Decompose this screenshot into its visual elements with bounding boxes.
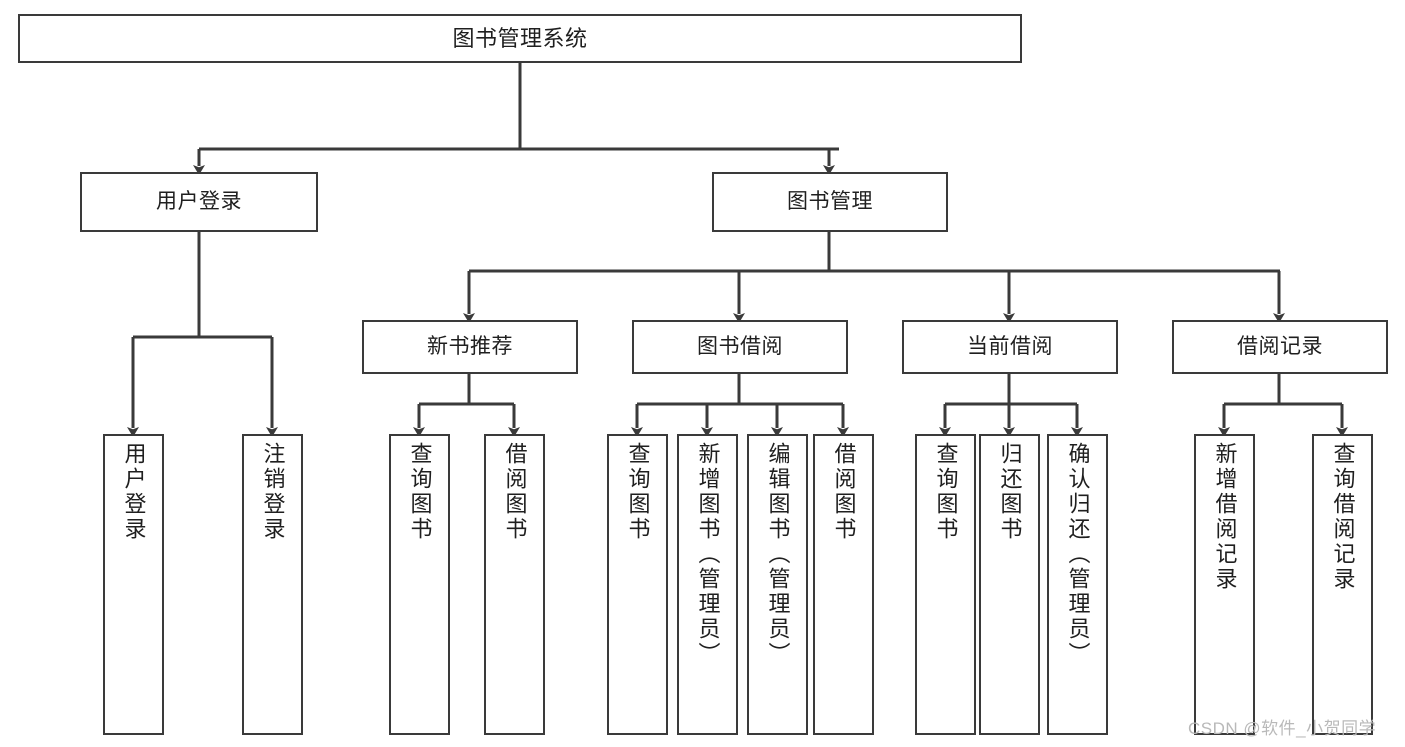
node-label: 编辑图书（管理员） <box>765 442 791 667</box>
node-label: 新增图书（管理员） <box>695 442 721 667</box>
node-label: 借阅图书 <box>831 442 857 542</box>
node-label: 当前借阅 <box>967 334 1053 358</box>
node-label: 用户登录 <box>121 442 147 542</box>
node-label: 用户登录 <box>156 189 242 213</box>
leaf-edit-book-admin[interactable]: 编辑图书（管理员） <box>747 434 808 735</box>
node-root-book-management-system[interactable]: 图书管理系统 <box>18 14 1022 63</box>
leaf-return-books[interactable]: 归还图书 <box>979 434 1040 735</box>
leaf-query-books-borrow[interactable]: 查询图书 <box>607 434 668 735</box>
node-label: 查询图书 <box>933 442 959 542</box>
leaf-borrow-books-new-book[interactable]: 借阅图书 <box>484 434 545 735</box>
node-book-borrowing[interactable]: 图书借阅 <box>632 320 848 374</box>
node-label: 查询借阅记录 <box>1330 442 1356 592</box>
node-label: 新书推荐 <box>427 334 513 358</box>
node-label: 确认归还（管理员） <box>1065 442 1091 667</box>
node-label: 借阅图书 <box>502 442 528 542</box>
node-label: 查询图书 <box>625 442 651 542</box>
node-current-borrowing[interactable]: 当前借阅 <box>902 320 1118 374</box>
node-label: 注销登录 <box>260 442 286 542</box>
leaf-user-login[interactable]: 用户登录 <box>103 434 164 735</box>
node-label: 借阅记录 <box>1237 334 1323 358</box>
node-borrowing-records[interactable]: 借阅记录 <box>1172 320 1388 374</box>
node-book-management[interactable]: 图书管理 <box>712 172 948 232</box>
leaf-logout[interactable]: 注销登录 <box>242 434 303 735</box>
leaf-confirm-return-admin[interactable]: 确认归还（管理员） <box>1047 434 1108 735</box>
node-label: 图书管理系统 <box>452 25 588 51</box>
leaf-borrow-books[interactable]: 借阅图书 <box>813 434 874 735</box>
node-user-login[interactable]: 用户登录 <box>80 172 318 232</box>
leaf-query-books-current[interactable]: 查询图书 <box>915 434 976 735</box>
node-label: 归还图书 <box>997 442 1023 542</box>
leaf-query-borrow-record[interactable]: 查询借阅记录 <box>1312 434 1373 735</box>
node-label: 图书借阅 <box>697 334 783 358</box>
node-label: 新增借阅记录 <box>1212 442 1238 592</box>
leaf-add-borrow-record[interactable]: 新增借阅记录 <box>1194 434 1255 735</box>
node-label: 查询图书 <box>407 442 433 542</box>
node-new-book-recommendation[interactable]: 新书推荐 <box>362 320 578 374</box>
leaf-query-books-new-book[interactable]: 查询图书 <box>389 434 450 735</box>
node-label: 图书管理 <box>787 189 873 213</box>
leaf-add-book-admin[interactable]: 新增图书（管理员） <box>677 434 738 735</box>
